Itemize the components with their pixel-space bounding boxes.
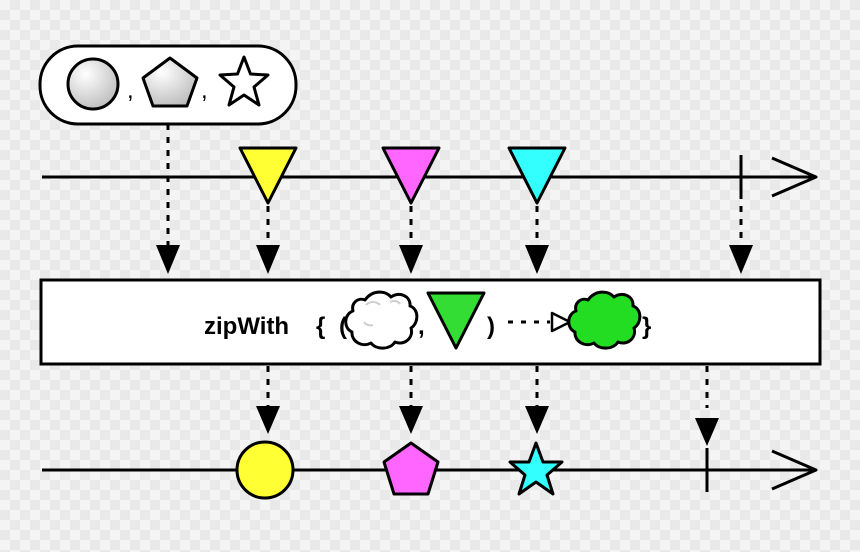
transform-arrowhead-icon bbox=[550, 311, 572, 333]
input-arrows bbox=[166, 124, 743, 248]
top-item-cyan-triangle bbox=[507, 146, 567, 205]
operator-close-paren: ) bbox=[487, 313, 495, 340]
arrowhead-icon bbox=[399, 245, 423, 274]
top-item-magenta-triangle bbox=[381, 146, 441, 205]
output-arrowheads bbox=[256, 406, 719, 446]
arrowhead-icon bbox=[525, 245, 549, 274]
operator-close-brace: } bbox=[642, 313, 651, 340]
operator-name: zipWith bbox=[204, 313, 289, 340]
source-iterable: , , bbox=[38, 44, 298, 126]
input-arrowheads bbox=[156, 245, 753, 274]
output-arrows bbox=[266, 366, 709, 408]
operator-open-paren: ( bbox=[339, 313, 347, 340]
operator-comma: , bbox=[418, 313, 425, 340]
arrowhead-icon bbox=[256, 245, 280, 274]
input-green-triangle-icon bbox=[426, 291, 486, 350]
source-star-icon bbox=[218, 55, 270, 107]
input-cloud-icon bbox=[344, 290, 419, 350]
source-circle-icon bbox=[66, 57, 120, 111]
arrowhead-icon bbox=[156, 245, 180, 274]
source-separator-1: , bbox=[127, 77, 134, 104]
result-yellow-circle bbox=[235, 440, 295, 500]
source-separator-2: , bbox=[201, 77, 208, 104]
result-cyan-star bbox=[508, 441, 564, 496]
bottom-timeline bbox=[42, 440, 818, 500]
output-cloud-icon bbox=[567, 290, 642, 350]
operator-rect bbox=[39, 278, 822, 366]
operator-box: zipWith { ( , ) } bbox=[39, 278, 822, 366]
arrowhead-icon bbox=[256, 406, 280, 434]
bottom-timeline-arrow-icon bbox=[771, 449, 818, 491]
top-timeline bbox=[42, 146, 818, 205]
top-item-yellow-triangle bbox=[238, 146, 298, 205]
arrowhead-icon bbox=[525, 406, 549, 434]
source-pentagon-icon bbox=[141, 56, 199, 108]
arrowhead-icon bbox=[729, 245, 753, 274]
arrowhead-icon bbox=[399, 406, 423, 434]
result-magenta-pentagon bbox=[382, 441, 440, 496]
top-timeline-arrow-icon bbox=[771, 156, 818, 198]
operator-open-brace: { bbox=[316, 313, 325, 340]
arrowhead-icon bbox=[695, 418, 719, 446]
